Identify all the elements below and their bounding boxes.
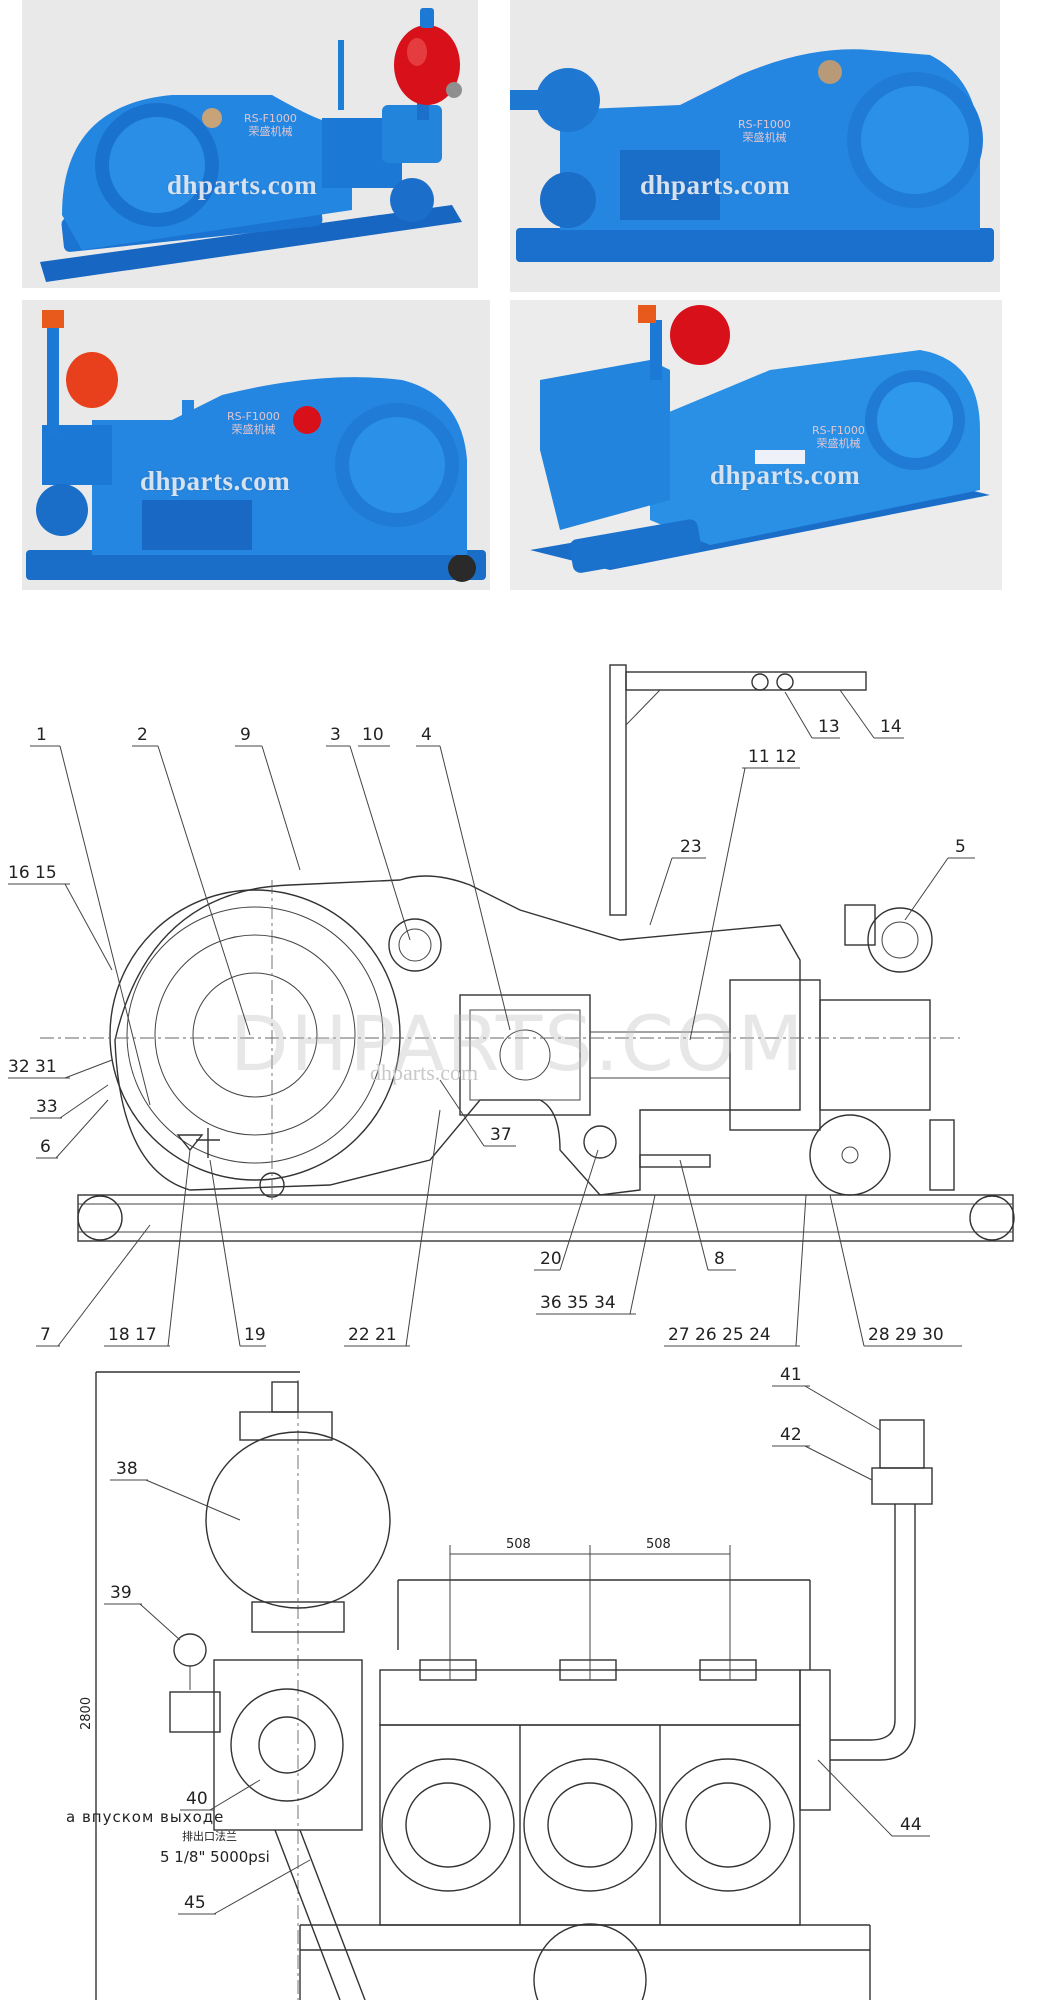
plate-model: RS-F1000: [244, 112, 297, 125]
callout: 22 21: [348, 1325, 397, 1345]
skid-base: [77, 1194, 1014, 1242]
callout: 14: [880, 717, 902, 737]
photo-watermark: dhparts.com: [140, 466, 291, 496]
callout: 16 15: [8, 863, 57, 883]
part-20: [583, 1125, 617, 1159]
front-callouts: 41 42 38 39 40 44 45 а впуском выходе 排出…: [66, 1365, 930, 1915]
callout: 13: [818, 717, 840, 737]
skid-end-right: [969, 1195, 1015, 1241]
fluid-cylinders: [379, 1724, 801, 1926]
side-view: [40, 664, 1015, 1242]
nameplate: RS-F1000 荣盛机械: [244, 112, 297, 138]
crosshead-section: [459, 994, 591, 1116]
callout: 44: [900, 1815, 922, 1835]
relief-valve: [879, 1419, 925, 1469]
plate-maker: 荣盛机械: [816, 437, 861, 450]
discharge-manifold: [213, 1659, 363, 1831]
callout: 42: [780, 1425, 802, 1445]
outlet-label-cn: 排出口法兰: [182, 1829, 237, 1843]
drawing-watermark-small: dhparts.com: [370, 1060, 478, 1085]
power-end-frame: [114, 875, 801, 1196]
pump-photo-3-image: [22, 300, 490, 590]
callout: 4: [421, 725, 432, 745]
callout: 20: [540, 1249, 562, 1269]
callout: 11 12: [748, 747, 797, 767]
dim-height: 2800: [79, 1697, 94, 1730]
callout: 19: [244, 1325, 266, 1345]
dampener-valve: [271, 1381, 299, 1413]
callout: 39: [110, 1583, 132, 1603]
photo-watermark: dhparts.com: [640, 170, 791, 200]
pump-photo-1: dhparts.com RS-F1000 荣盛机械: [22, 0, 478, 288]
callout: 8: [714, 1249, 725, 1269]
skid-end-left: [77, 1195, 123, 1241]
callout: 18 17: [108, 1325, 157, 1345]
photo-watermark: dhparts.com: [710, 460, 861, 490]
callout: 38: [116, 1459, 138, 1479]
plate-maker: 荣盛机械: [231, 423, 276, 436]
nameplate: RS-F1000 荣盛机械: [738, 118, 791, 144]
plate-model: RS-F1000: [738, 118, 791, 131]
crank-housing: [109, 889, 401, 1181]
outlet-label-ru: а впуском выходе: [66, 1808, 224, 1826]
crane-post: [609, 664, 627, 916]
nameplate: RS-F1000 荣盛机械: [812, 424, 865, 450]
discharge-flange: [867, 907, 933, 973]
crane-beam: [625, 671, 867, 691]
plate-maker: 荣盛机械: [742, 131, 787, 144]
plate-model: RS-F1000: [227, 410, 280, 423]
outlet-spec: 5 1/8" 5000psi: [160, 1848, 270, 1866]
callout: 7: [40, 1325, 51, 1345]
front-view: 2800 508 508: [79, 1371, 933, 2000]
callout: 5: [955, 837, 966, 857]
callout: 3: [330, 725, 341, 745]
callout: 45: [184, 1893, 206, 1913]
pinion-shaft: [388, 918, 442, 972]
callout: 32 31: [8, 1057, 57, 1077]
drawing-watermark-large: DHPARTS.COM: [230, 999, 805, 1088]
callout: 41: [780, 1365, 802, 1385]
pump-photo-2: dhparts.com RS-F1000 荣盛机械: [510, 0, 1000, 292]
technical-drawing: DHPARTS.COM dhparts.com 1 2 9 3 10 4 11 …: [8, 664, 1015, 2000]
callout: 10: [362, 725, 384, 745]
callout: 1: [36, 725, 47, 745]
callout: 6: [40, 1137, 51, 1157]
callout: 40: [186, 1789, 208, 1809]
pump-photo-4-image: [510, 300, 1002, 590]
dim-spacing-2: 508: [646, 1537, 671, 1552]
callout: 2: [137, 725, 148, 745]
pump-photo-4: dhparts.com RS-F1000 荣盛机械: [510, 300, 1002, 590]
dim-spacing-1: 508: [506, 1537, 531, 1552]
pulsation-dampener: [205, 1431, 391, 1609]
callout: 37: [490, 1125, 512, 1145]
suction-flange: [809, 1114, 891, 1196]
pump-photo-1-image: [22, 0, 478, 288]
pump-photo-2-image: [510, 0, 1000, 292]
side-callouts: 1 2 9 3 10 4 11 12 23 5 13 14 16 15 32 3…: [8, 689, 975, 1347]
callout: 33: [36, 1097, 58, 1117]
photo-watermark: dhparts.com: [167, 170, 318, 200]
plate-model: RS-F1000: [812, 424, 865, 437]
callout: 36 35 34: [540, 1293, 616, 1313]
nameplate: RS-F1000 荣盛机械: [227, 410, 280, 436]
pump-photo-3: dhparts.com RS-F1000 荣盛机械: [22, 300, 490, 590]
callout: 9: [240, 725, 251, 745]
plate-maker: 荣盛机械: [248, 125, 293, 138]
callout: 28 29 30: [868, 1325, 944, 1345]
callout: 27 26 25 24: [668, 1325, 771, 1345]
callout: 23: [680, 837, 702, 857]
